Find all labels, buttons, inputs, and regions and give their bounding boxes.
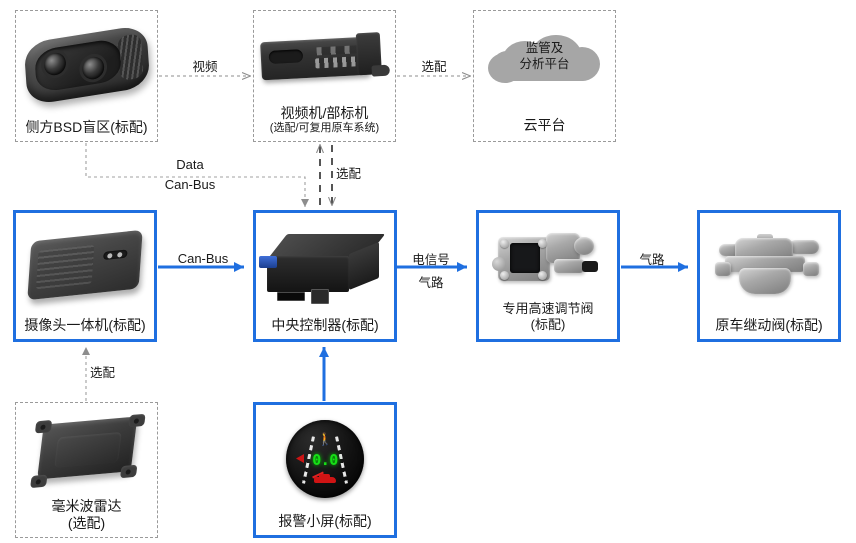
mmwave-radar-icon: [16, 403, 157, 498]
edge-label-bsd-to-dvr: 视频: [192, 60, 218, 74]
node-high-speed-valve[interactable]: 专用高速调节阀 (标配): [476, 210, 620, 342]
edge-label-dvr-to-cloud: 选配: [421, 60, 447, 74]
cloud-text-line1: 监管及: [525, 41, 564, 55]
edge-label-camera-can-bus: Can-Bus: [177, 251, 229, 266]
node-mmwave-radar-label: 毫米波雷达 (选配): [16, 498, 157, 537]
node-cloud-platform-label: 云平台: [523, 117, 566, 133]
edge-label-electric-signal: 电信号: [412, 253, 450, 267]
central-controller-icon: [256, 213, 394, 317]
node-mmwave-radar-title: 毫米波雷达: [51, 497, 122, 514]
edge-label-data: Data: [176, 157, 204, 172]
pedestrian-warning-icon: 🚶: [317, 431, 333, 446]
node-mmwave-radar[interactable]: 毫米波雷达 (选配): [15, 402, 158, 538]
node-video-recorder-sublabel: (选配/可复用原车系统): [269, 122, 380, 135]
node-mmwave-radar-sublabel: (选配): [67, 514, 106, 531]
node-high-speed-valve-title: 专用高速调节阀: [502, 301, 594, 317]
node-alarm-display[interactable]: 🚶 0.0 报警小屏(标配): [253, 402, 397, 538]
side-bsd-camera-icon: [16, 11, 157, 119]
node-video-recorder[interactable]: 视频机/部标机 (选配/可复用原车系统): [253, 10, 396, 142]
node-high-speed-valve-sublabel: (标配): [530, 317, 566, 333]
vehicle-warning-icon: [312, 471, 338, 485]
node-cloud-platform[interactable]: 监管及 分析平台 云平台: [473, 10, 616, 142]
node-camera-module[interactable]: 摄像头一体机(标配): [13, 210, 157, 342]
edge-label-radar-optional: 选配: [90, 366, 116, 380]
node-video-recorder-title: 视频机/部标机: [280, 105, 369, 122]
edge-label-air-path-controller: 气路: [418, 276, 444, 290]
alarm-display-icon: 🚶 0.0: [256, 405, 394, 513]
cloud-text-line2: 分析平台: [519, 56, 570, 71]
node-side-bsd[interactable]: 侧方BSD盲区(标配): [15, 10, 158, 142]
node-alarm-display-label: 报警小屏(标配): [278, 512, 372, 529]
relay-valve-icon: [700, 213, 838, 317]
edge-label-dvr-controller-optional: 选配: [336, 167, 362, 181]
node-central-controller[interactable]: 中央控制器(标配): [253, 210, 397, 342]
high-speed-regulating-valve-icon: [479, 213, 617, 302]
node-relay-valve[interactable]: 原车继动阀(标配): [697, 210, 841, 342]
node-camera-module-label: 摄像头一体机(标配): [24, 316, 146, 333]
video-recorder-icon: [254, 11, 395, 105]
edge-label-air-path-valve: 气路: [639, 253, 665, 267]
node-high-speed-valve-label: 专用高速调节阀 (标配): [479, 301, 617, 339]
cloud-icon: 监管及 分析平台: [474, 11, 615, 95]
camera-module-icon: [16, 213, 154, 317]
cloud-inner-text: 监管及 分析平台: [484, 41, 606, 72]
node-video-recorder-label: 视频机/部标机 (选配/可复用原车系统): [254, 105, 395, 141]
alarm-distance-value: 0.0: [312, 450, 338, 469]
edge-label-can-bus-bsd: Can-Bus: [164, 177, 216, 192]
node-relay-valve-label: 原车继动阀(标配): [715, 316, 823, 333]
node-central-controller-label: 中央控制器(标配): [271, 316, 379, 333]
node-side-bsd-label: 侧方BSD盲区(标配): [25, 118, 148, 135]
edge-bsd-to-controller: [85, 143, 309, 207]
